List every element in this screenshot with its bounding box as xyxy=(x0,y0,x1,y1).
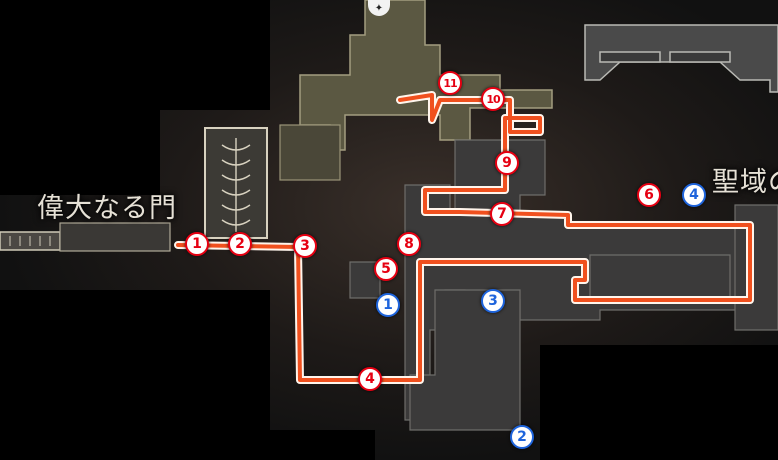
bridge-deck xyxy=(59,222,171,252)
route-marker-red-11[interactable]: 11 xyxy=(438,71,462,95)
route-marker-red-5[interactable]: 5 xyxy=(374,257,398,281)
route-marker-blue-4[interactable]: 4 xyxy=(682,183,706,207)
route-marker-red-3[interactable]: 3 xyxy=(293,234,317,258)
area-label-sanctuary: 聖域の xyxy=(712,167,778,198)
route-marker-blue-1[interactable]: 1 xyxy=(376,293,400,317)
sanctuary-structure xyxy=(584,24,778,93)
area-label-great-gate: 偉大なる門 xyxy=(37,193,177,224)
route-path xyxy=(174,91,754,384)
route-marker-red-2[interactable]: 2 xyxy=(228,232,252,256)
upper-ruins-annex xyxy=(279,124,341,181)
bridge-rail xyxy=(9,236,51,246)
tower-pattern xyxy=(221,138,251,232)
route-marker-red-1[interactable]: 1 xyxy=(185,232,209,256)
route-marker-red-8[interactable]: 8 xyxy=(397,232,421,256)
route-marker-red-4[interactable]: 4 xyxy=(358,367,382,391)
site-of-grace-icon[interactable]: ✦ xyxy=(368,0,390,16)
route-marker-red-10[interactable]: 10 xyxy=(481,87,505,111)
route-marker-red-6[interactable]: 6 xyxy=(637,183,661,207)
route-marker-red-7[interactable]: 7 xyxy=(490,202,514,226)
route-marker-blue-2[interactable]: 2 xyxy=(510,425,534,449)
route-marker-blue-3[interactable]: 3 xyxy=(481,289,505,313)
route-marker-red-9[interactable]: 9 xyxy=(495,151,519,175)
